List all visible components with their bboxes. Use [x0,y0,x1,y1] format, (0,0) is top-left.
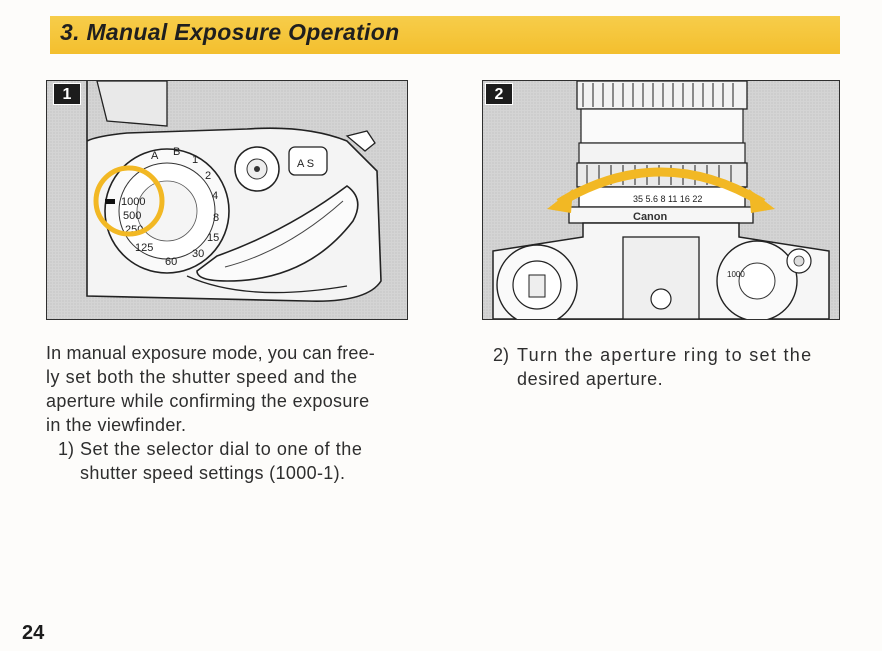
figure-2-illustration: 35 5.6 8 11 16 22 Canon 1000 [483,81,839,319]
arrow-left-head [547,189,573,213]
dial-label: 125 [135,242,153,254]
figure-1-illustration: A B 1 2 4 8 15 30 60 125 250 500 1000 A … [47,81,407,319]
page-number: 24 [22,622,45,644]
dial-label: 8 [213,212,219,224]
dial-label: 60 [165,256,177,268]
dial-label: 1 [192,154,198,166]
aperture-scale: 35 5.6 8 11 16 22 [633,194,702,204]
section-title: 3. Manual Exposure Operation [60,19,400,45]
dial-label: 30 [192,248,204,260]
dial-label: A [151,150,159,162]
step-1-line: shutter speed settings (1000-1). [80,463,346,483]
dial-label: 2 [205,170,211,182]
step-2: 2) Turn the aperture ring to set the des… [493,343,843,391]
highlight-circle [93,165,165,237]
intro-line: aperture while confirming the exposure [46,391,370,411]
step-2-number: 2) [493,345,510,365]
dial-label: B [173,146,180,158]
section-title-bar [50,16,840,54]
step-2-line: Turn the aperture ring to set the [517,345,813,365]
step-2-text: Turn the aperture ring to set the desire… [517,343,843,391]
step-1: 1) Set the selector dial to one of the s… [58,437,408,485]
intro-line: ly set both the shutter speed and the [46,367,358,387]
step-2-line: desired aperture. [517,369,664,389]
figure-2-aperture-ring: 35 5.6 8 11 16 22 Canon 1000 2 [482,80,840,320]
brand-logo: Canon [633,211,668,223]
step-1-text: Set the selector dial to one of the shut… [80,437,410,485]
dial-label: 15 [207,232,219,244]
step-1-number: 1) [58,439,75,459]
intro-line: in the viewfinder. [46,415,187,435]
dial-label: 1000 [121,196,145,208]
arrow-right-head [749,189,775,213]
dial-label: 4 [212,190,218,202]
step-1-line: Set the selector dial to one of the [80,439,363,459]
svg-text:A S: A S [297,158,314,170]
figure-1-shutter-dial: A B 1 2 4 8 15 30 60 125 250 500 1000 A … [46,80,408,320]
intro-line: In manual exposure mode, you can free- [46,343,375,363]
figure-2-badge: 2 [485,83,513,105]
intro-paragraph: In manual exposure mode, you can free- l… [46,341,408,437]
dial-label: 500 [123,210,141,222]
dial-label: 1000 [727,270,745,279]
figure-1-badge: 1 [53,83,81,105]
